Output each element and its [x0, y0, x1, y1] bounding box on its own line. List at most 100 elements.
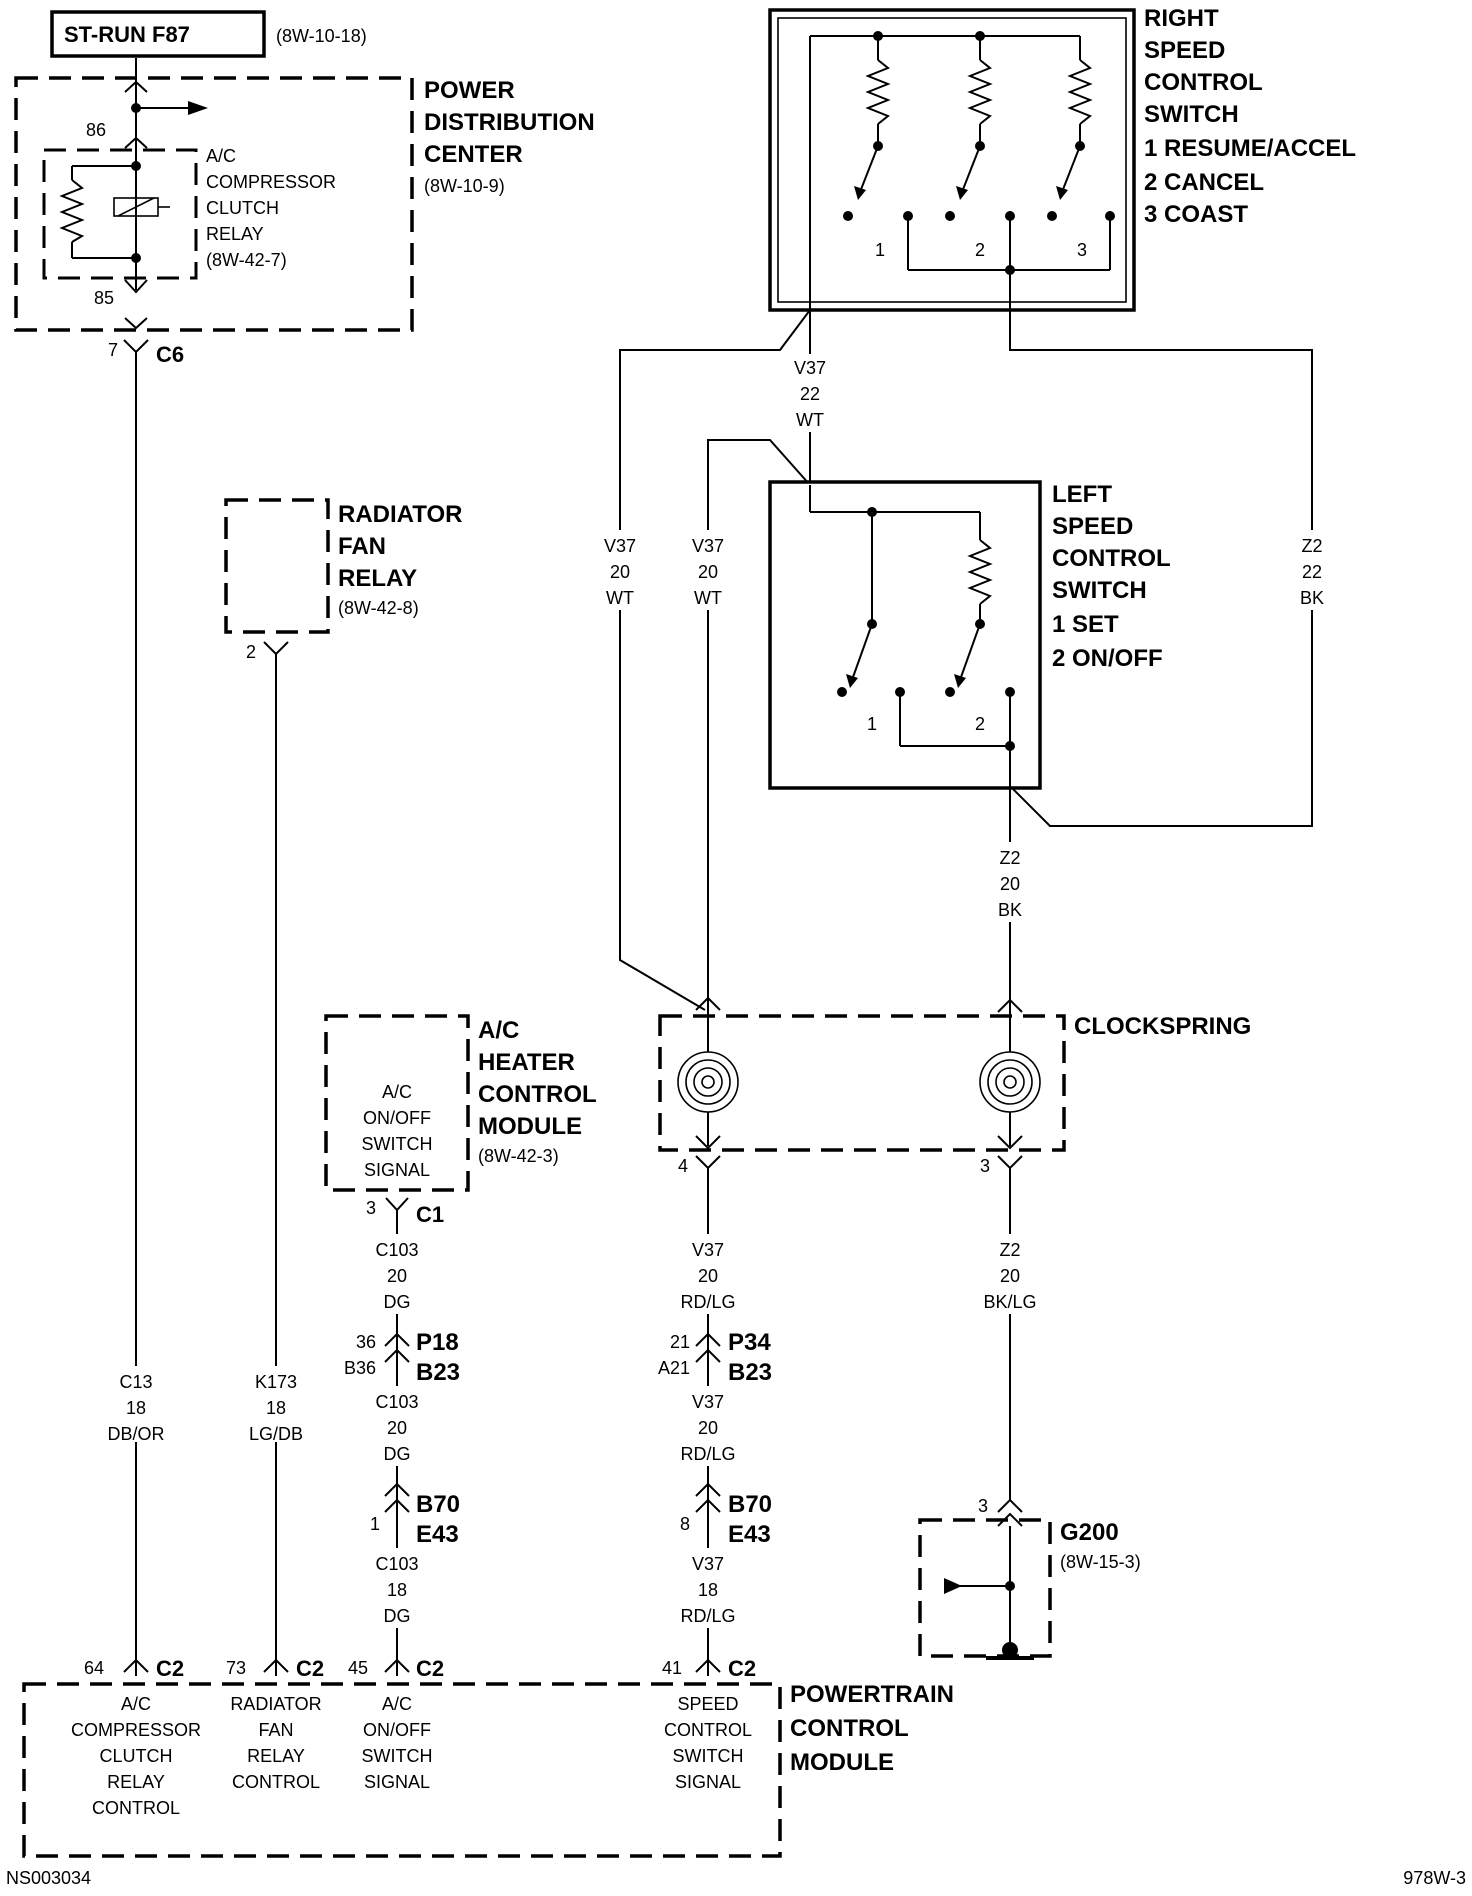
hvac-title-3: CONTROL [478, 1081, 597, 1108]
svg-text:3: 3 [1077, 240, 1087, 260]
svg-text:C2: C2 [296, 1656, 324, 1681]
svg-text:2 ON/OFF: 2 ON/OFF [1052, 645, 1163, 672]
svg-text:BK: BK [998, 900, 1022, 920]
connector-b70-e43-left: 1 B70 E43 [370, 1482, 460, 1548]
svg-text:V37: V37 [692, 536, 724, 556]
label-v37-rdlg-c: V37 18 RD/LG [670, 1548, 746, 1628]
svg-text:18: 18 [126, 1398, 146, 1418]
svg-text:SIGNAL: SIGNAL [675, 1772, 741, 1792]
svg-text:B23: B23 [728, 1359, 772, 1386]
svg-text:C13: C13 [119, 1372, 152, 1392]
radiator-fan-relay: RADIATOR FAN RELAY (8W-42-8) 2 [224, 498, 462, 662]
svg-text:B70: B70 [728, 1491, 772, 1518]
svg-text:C103: C103 [375, 1240, 418, 1260]
left-speed-control-switch: 1 2 [768, 480, 1042, 790]
svg-text:RADIATOR: RADIATOR [230, 1694, 321, 1714]
svg-text:73: 73 [226, 1658, 246, 1678]
svg-text:V37: V37 [692, 1240, 724, 1260]
right-switch-title: RIGHT SPEED CONTROL SWITCH 1 RESUME/ACCE… [1144, 5, 1356, 228]
label-v37-20-wt-a: V37 20 WT [588, 530, 652, 610]
label-k173: K173 18 LG/DB [240, 1366, 312, 1444]
svg-text:22: 22 [800, 384, 820, 404]
svg-text:SWITCH: SWITCH [362, 1746, 433, 1766]
hvac-title-2: HEATER [478, 1049, 575, 1076]
svg-text:SWITCH: SWITCH [362, 1134, 433, 1154]
hvac-conn: C1 [416, 1202, 444, 1227]
label-z2-20-bk: Z2 20 BK [980, 842, 1040, 922]
label-c103-a: C103 20 DG [358, 1234, 436, 1314]
svg-text:V37: V37 [692, 1392, 724, 1412]
label-c103-b: C103 20 DG [358, 1386, 436, 1466]
svg-text:SIGNAL: SIGNAL [364, 1772, 430, 1792]
rad-title-1: RADIATOR [338, 501, 462, 528]
svg-text:C2: C2 [416, 1656, 444, 1681]
label-c13: C13 18 DB/OR [100, 1366, 172, 1444]
svg-text:1 SET: 1 SET [1052, 611, 1119, 638]
label-v37-rdlg-a: V37 20 RD/LG [670, 1234, 746, 1314]
svg-text:41: 41 [662, 1658, 682, 1678]
svg-text:Z2: Z2 [999, 1240, 1020, 1260]
g200-pin: 3 [978, 1496, 988, 1516]
svg-text:K173: K173 [255, 1372, 297, 1392]
ac-heater-control-module: A/C ON/OFF SWITCH SIGNAL A/C HEATER CONT… [324, 1014, 597, 1227]
svg-text:SPEED: SPEED [1144, 37, 1225, 64]
label-z2-22-bk: Z2 22 BK [1282, 530, 1342, 610]
svg-text:64: 64 [84, 1658, 104, 1678]
svg-text:A/C: A/C [121, 1694, 151, 1714]
powertrain-control-module: POWERTRAIN CONTROL MODULE [22, 1681, 954, 1858]
svg-text:RIGHT: RIGHT [1144, 5, 1219, 32]
g200-title: G200 [1060, 1519, 1119, 1546]
svg-text:C2: C2 [156, 1656, 184, 1681]
svg-text:CONTROL: CONTROL [664, 1720, 752, 1740]
svg-text:CONTROL: CONTROL [1052, 545, 1171, 572]
rad-title-3: RELAY [338, 565, 417, 592]
svg-text:20: 20 [387, 1266, 407, 1286]
svg-text:SIGNAL: SIGNAL [364, 1160, 430, 1180]
svg-text:B70: B70 [416, 1491, 460, 1518]
svg-text:20: 20 [698, 1418, 718, 1438]
svg-text:B36: B36 [344, 1358, 376, 1378]
svg-text:36: 36 [356, 1332, 376, 1352]
svg-text:20: 20 [1000, 874, 1020, 894]
clockspring-right-connector [997, 1155, 1023, 1170]
svg-text:Z2: Z2 [1301, 536, 1322, 556]
svg-text:SWITCH: SWITCH [673, 1746, 744, 1766]
svg-text:2 CANCEL: 2 CANCEL [1144, 169, 1264, 196]
svg-text:2: 2 [975, 240, 985, 260]
pcm-pin-45: 45 C2 A/C ON/OFF SWITCH SIGNAL [348, 1656, 444, 1792]
svg-text:CONTROL: CONTROL [232, 1772, 320, 1792]
svg-text:E43: E43 [416, 1521, 459, 1548]
fuse-st-run-f87: ST-RUN F87 (8W-10-18) [50, 10, 367, 58]
svg-text:DG: DG [384, 1444, 411, 1464]
hvac-ref: (8W-42-3) [478, 1146, 559, 1166]
svg-text:CONTROL: CONTROL [1144, 69, 1263, 96]
clockspring-left-connector [695, 1155, 721, 1170]
svg-text:CONTROL: CONTROL [92, 1798, 180, 1818]
connector-p34-b23: 21 A21 P34 B23 [658, 1324, 772, 1386]
svg-text:LG/DB: LG/DB [249, 1424, 303, 1444]
clockspring-title: CLOCKSPRING [1074, 1013, 1251, 1040]
pcm-pin-73: 73 C2 RADIATOR FAN RELAY CONTROL [226, 1656, 324, 1792]
rad-ref: (8W-42-8) [338, 598, 419, 618]
label-v37-rdlg-b: V37 20 RD/LG [670, 1386, 746, 1466]
svg-text:E43: E43 [728, 1521, 771, 1548]
svg-text:18: 18 [266, 1398, 286, 1418]
connector-b70-e43-right: 8 B70 E43 [680, 1482, 772, 1548]
relay-label-4: RELAY [206, 224, 264, 244]
wire-v37-20-wt-outer [619, 309, 811, 1011]
svg-text:P34: P34 [728, 1329, 771, 1356]
svg-text:LEFT: LEFT [1052, 481, 1112, 508]
svg-text:RELAY: RELAY [107, 1772, 165, 1792]
label-z2-bklg: Z2 20 BK/LG [976, 1234, 1044, 1314]
right-speed-control-switch: 1 2 3 [768, 8, 1136, 312]
pdc-title-3: CENTER [424, 141, 523, 168]
svg-text:1: 1 [875, 240, 885, 260]
connector-p18-b23: 36 B36 P18 B23 [344, 1324, 460, 1386]
fuse-name: ST-RUN F87 [64, 22, 190, 47]
c6-conn: C6 [156, 342, 184, 367]
svg-text:C103: C103 [375, 1554, 418, 1574]
svg-text:WT: WT [694, 588, 722, 608]
svg-text:1 RESUME/ACCEL: 1 RESUME/ACCEL [1144, 135, 1356, 162]
svg-text:V37: V37 [604, 536, 636, 556]
